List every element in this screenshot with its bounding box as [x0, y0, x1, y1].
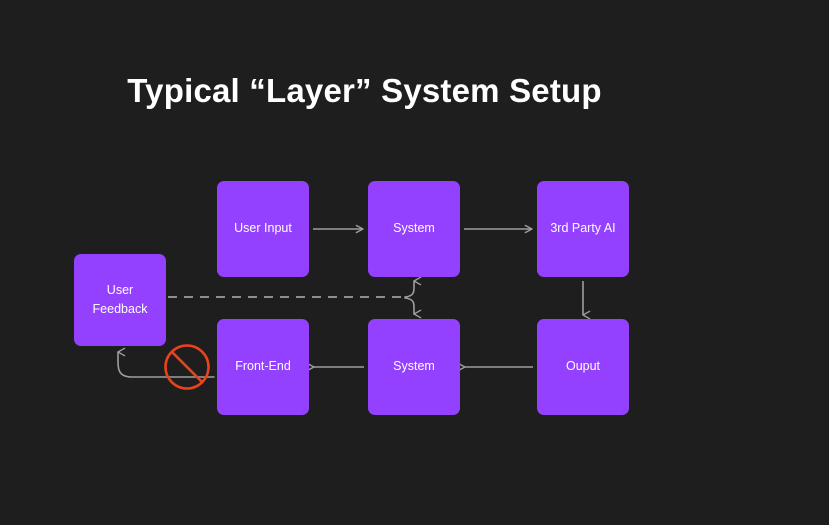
- node-system-top[interactable]: System: [368, 181, 460, 277]
- prohibition-icon: [164, 344, 210, 390]
- node-third-party-ai-label: 3rd Party AI: [550, 221, 616, 236]
- connector-front-end-to-user-feedback: [117, 347, 215, 378]
- node-system-bottom-label: System: [393, 359, 435, 374]
- node-front-end[interactable]: Front-End: [217, 319, 309, 415]
- node-third-party-ai[interactable]: 3rd Party AI: [537, 181, 629, 277]
- node-user-feedback-label-line1: User: [106, 282, 134, 297]
- node-system-top-label: System: [393, 221, 435, 236]
- node-output-label: Ouput: [565, 359, 601, 374]
- page-title: Typical “Layer” System Setup: [127, 72, 602, 109]
- node-user-input-label: User Input: [234, 221, 292, 236]
- node-output[interactable]: Ouput: [537, 319, 629, 415]
- node-user-feedback[interactable]: User Feedback: [74, 254, 166, 346]
- node-user-feedback-label-line2: Feedback: [92, 302, 148, 316]
- node-front-end-label: Front-End: [235, 359, 291, 374]
- node-user-input[interactable]: User Input: [217, 181, 309, 277]
- connector-branch-down-to-system-bottom: [404, 297, 422, 319]
- node-system-bottom[interactable]: System: [368, 319, 460, 415]
- connector-branch-up-to-system-top: [404, 276, 422, 298]
